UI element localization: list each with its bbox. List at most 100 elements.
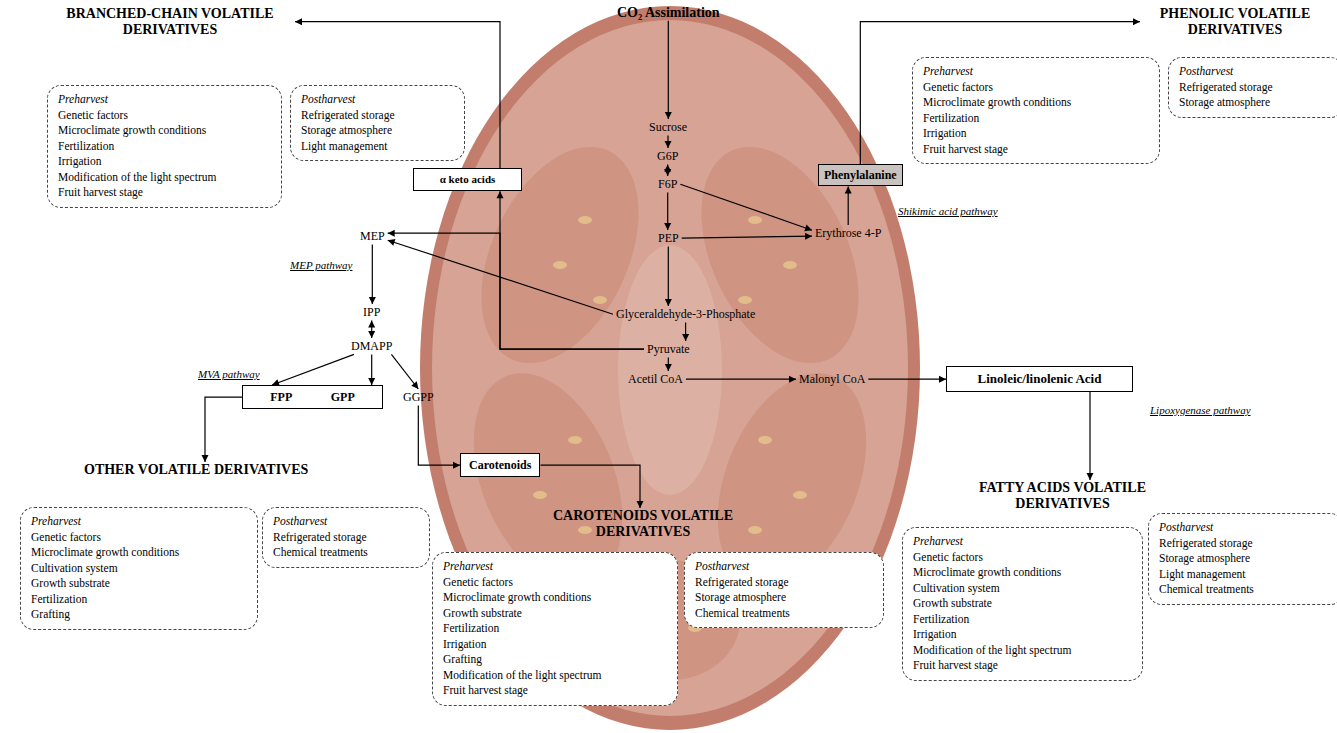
metabolite-label: Malonyl CoA [799, 372, 865, 386]
arrowhead [789, 376, 796, 383]
pathway-arrow [686, 376, 796, 383]
list-item: Fertilization [31, 592, 247, 608]
section-heading: FATTY ACIDS VOLATILE DERIVATIVES [955, 480, 1170, 511]
pathway-label: Shikimic acid pathway [898, 205, 998, 217]
metabolite: Pyruvate [644, 341, 693, 357]
arrow-line [682, 236, 812, 238]
metabolite-box: Phenylalanine [818, 164, 903, 186]
pathway-arrow [664, 164, 671, 176]
arrowhead [939, 376, 946, 383]
factor-box: PreharvestGenetic factorsMicroclimate gr… [432, 552, 678, 706]
list-item: Fruit harvest stage [923, 142, 1149, 158]
list-item: Chemical treatments [1159, 582, 1333, 598]
list-item: Modification of the light spectrum [58, 170, 271, 186]
list-heading: Postharvest [1179, 64, 1333, 80]
metabolite-label: α keto acids [422, 173, 513, 186]
arrow-line [205, 397, 242, 462]
metabolite-label: Sucrose [649, 120, 687, 134]
list-item: Genetic factors [923, 80, 1149, 96]
list-heading: Postharvest [1159, 520, 1333, 536]
metabolite-label: MEP [360, 229, 385, 243]
pathway-arrow [391, 354, 418, 389]
metabolite-label: PEP [658, 231, 679, 245]
section-title: CAROTENOIDS VOLATILE DERIVATIVES [528, 508, 758, 539]
list-item: Fruit harvest stage [913, 658, 1132, 674]
metabolite: PEP [655, 230, 682, 246]
list-heading: Postharvest [695, 559, 873, 575]
list-item: Storage atmosphere [695, 590, 873, 606]
arrow-line [418, 405, 460, 465]
list-item: Genetic factors [443, 575, 667, 591]
pathway-arrow [665, 21, 672, 119]
arrowhead [665, 141, 672, 148]
metabolite-box: FPPGPP [242, 385, 383, 409]
pathway-arrow [845, 186, 852, 225]
pathway-arrow [388, 239, 613, 314]
list-item: Fruit harvest stage [443, 683, 667, 699]
arrowhead [497, 191, 504, 198]
pathway-arrow [541, 465, 644, 508]
metabolite-label: FPP [270, 390, 292, 404]
arrow-line [388, 240, 613, 314]
list-item: Cultivation system [913, 581, 1132, 597]
list-item: Irrigation [913, 627, 1132, 643]
list-item: Cultivation system [31, 561, 247, 577]
arrowhead [388, 239, 396, 246]
list-item: Growth substrate [443, 606, 667, 622]
tomato-skin [420, 6, 920, 730]
pathway-arrow [368, 354, 375, 385]
arrow-line [500, 191, 644, 349]
section-title: FATTY ACIDS VOLATILE DERIVATIVES [955, 480, 1170, 511]
arrow-line [541, 465, 641, 508]
arrow-line [686, 379, 796, 380]
arrow-line [668, 246, 669, 306]
pathway-arrow [665, 357, 672, 371]
list-item: Light management [301, 139, 454, 155]
section-heading: CAROTENOIDS VOLATILE DERIVATIVES [528, 508, 758, 539]
section-title: PHENOLIC VOLATILE DERIVATIVES [1140, 6, 1330, 37]
list-item: Refrigerated storage [273, 530, 419, 546]
factor-box: PostharvestRefrigerated storageStorage a… [290, 85, 465, 161]
arrow-line [272, 354, 354, 385]
arrow-line [388, 233, 644, 349]
pathway-arrow [665, 246, 672, 306]
factor-box: PreharvestGenetic factorsMicroclimate gr… [912, 57, 1160, 164]
section-heading: BRANCHED-CHAIN VOLATILE DERIVATIVES [45, 6, 295, 37]
metabolite-label: Carotenoids [469, 458, 531, 472]
list-item: Refrigerated storage [1159, 536, 1333, 552]
list-item: Grafting [443, 652, 667, 668]
section-title: CO₂ Assimilation [617, 5, 720, 21]
pathway-label: Lipoxygenase pathway [1150, 404, 1251, 416]
list-item: Genetic factors [913, 550, 1132, 566]
metabolite-box: Linoleic/linolenic Acid [946, 366, 1133, 392]
arrowhead [202, 455, 209, 462]
list-heading: Preharvest [923, 64, 1149, 80]
pathway-arrow [665, 135, 672, 148]
list-item: Irrigation [443, 637, 667, 653]
arrowhead [368, 378, 375, 385]
list-item: Genetic factors [31, 530, 247, 546]
metabolite-label: Pyruvate [647, 342, 690, 356]
pathway-arrow [369, 244, 376, 304]
arrowhead [664, 164, 671, 171]
section-title: OTHER VOLATILE DERIVATIVES [84, 462, 308, 478]
list-item: Chemical treatments [273, 545, 419, 561]
arrowhead [804, 225, 812, 232]
list-item: Microclimate growth conditions [923, 95, 1149, 111]
metabolite-label: Phenylalanine [824, 168, 897, 182]
list-item: Growth substrate [31, 576, 247, 592]
arrowhead [805, 233, 812, 240]
metabolite-box: Carotenoids [460, 453, 540, 477]
pathway-arrow [682, 322, 689, 341]
list-item: Fertilization [443, 621, 667, 637]
metabolite: MEP [357, 228, 388, 244]
arrowhead [1087, 473, 1094, 480]
list-item: Microclimate growth conditions [31, 545, 247, 561]
list-item: Fertilization [923, 111, 1149, 127]
factor-box: PostharvestRefrigerated storageStorage a… [1148, 513, 1337, 605]
arrow-line [391, 354, 418, 389]
list-item: Modification of the light spectrum [913, 643, 1132, 659]
arrowhead [1133, 18, 1140, 25]
pathway-arrow [272, 354, 354, 385]
factor-box: PostharvestRefrigerated storageStorage a… [1168, 57, 1337, 118]
